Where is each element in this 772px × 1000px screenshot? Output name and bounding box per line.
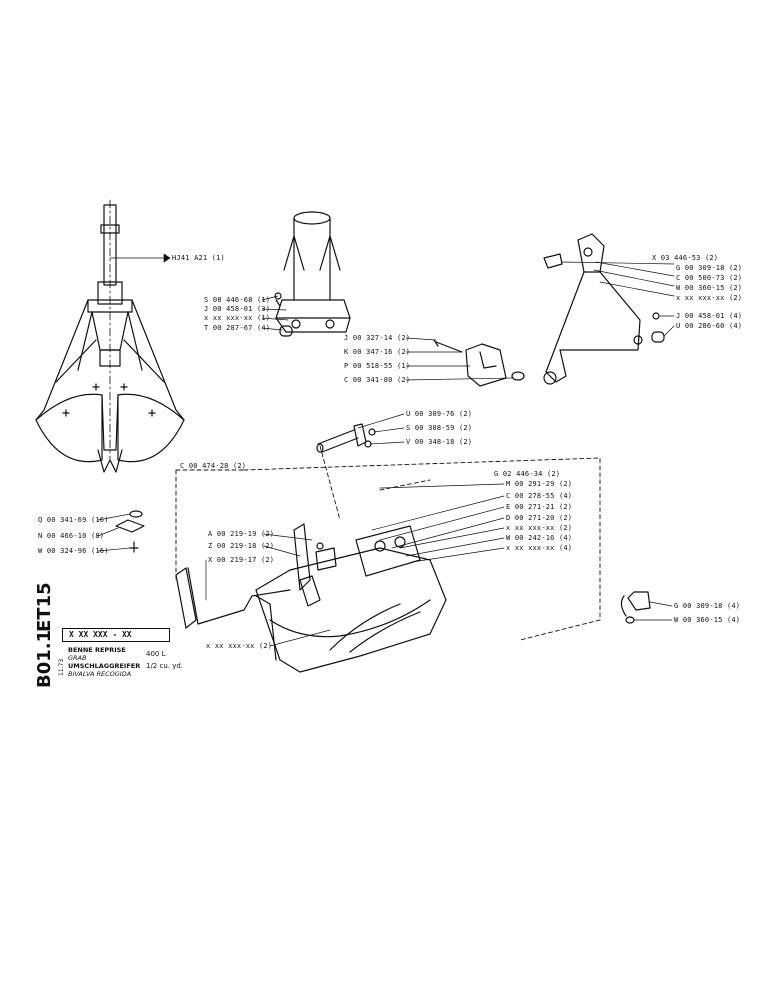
part-label-p00: P 00 518-55 (1) bbox=[344, 362, 411, 370]
part-label-w00-242: W 00 242-16 (4) bbox=[506, 534, 573, 542]
cutting-edge-parts bbox=[115, 510, 145, 553]
part-label-xx-2c: x xx xxx-xx (2) bbox=[206, 642, 273, 650]
part-label-g02: G 02 446-34 (2) bbox=[494, 470, 561, 478]
part-label-x00: X 00 219-17 (2) bbox=[208, 556, 275, 564]
bucket-half-illustration bbox=[175, 523, 447, 673]
part-label-c00-500: C 00 500-73 (2) bbox=[676, 274, 743, 282]
part-label-xx-2b: x xx xxx-xx (2) bbox=[506, 524, 573, 532]
part-label-c00-278: C 00 278-55 (4) bbox=[506, 492, 573, 500]
sheet-code-main: ET15 bbox=[34, 582, 55, 632]
part-label-m00: M 00 291-29 (2) bbox=[506, 480, 573, 488]
part-label-q00: Q 00 341-69 (16) bbox=[38, 516, 109, 524]
part-label-j00-458-3: J 00 458-01 (3) bbox=[204, 305, 271, 313]
sheet-date: 11.73 bbox=[58, 658, 65, 676]
part-label-j00-327: J 00 327-14 (2) bbox=[344, 334, 411, 342]
part-label-w00-360-2: W 00 360-15 (2) bbox=[676, 284, 743, 292]
reference-number-box: X XX XXX - XX bbox=[62, 628, 170, 642]
capacity-cuyd: 1/2 cu. yd. bbox=[146, 662, 184, 670]
part-label-xx-1: x xx xxx-xx (1) bbox=[204, 314, 271, 322]
pivot-column-illustration bbox=[275, 211, 351, 337]
part-label-u00-309: U 00 309-76 (2) bbox=[406, 410, 473, 418]
link-arm-illustration bbox=[543, 233, 665, 385]
part-label-x03: X 03 446-53 (2) bbox=[652, 254, 719, 262]
assembly-frame bbox=[175, 445, 601, 641]
title-german: UMSCHLAGGREIFER bbox=[68, 662, 141, 670]
part-label-d00: D 00 271-20 (2) bbox=[506, 514, 573, 522]
sheet-code-sub: B01.1 bbox=[34, 629, 55, 688]
part-label-j00-458-4: J 00 458-01 (4) bbox=[676, 312, 743, 320]
part-label-w00-324: W 00 324-96 (16) bbox=[38, 547, 109, 555]
part-label-s08: S 08 446-68 (1) bbox=[204, 296, 271, 304]
part-label-a00: A 00 219-19 (2) bbox=[208, 530, 275, 538]
pivot-pin-illustration bbox=[316, 423, 376, 453]
part-label-t00: T 00 287-67 (4) bbox=[204, 324, 271, 332]
part-label-n00: N 00 466-10 (8) bbox=[38, 532, 105, 540]
part-label-g00-309-2: G 00 309-18 (2) bbox=[676, 264, 743, 272]
part-label-c00-341: C 00 341-80 (2) bbox=[344, 376, 411, 384]
part-label-v00-348: V 00 348-18 (2) bbox=[406, 438, 473, 446]
part-label-w00-360-4: W 00 360-15 (4) bbox=[674, 616, 741, 624]
title-french: BENNE REPRISE bbox=[68, 646, 126, 654]
part-label-e00: E 00 271-21 (2) bbox=[506, 503, 573, 511]
grab-assembly-illustration bbox=[35, 199, 185, 473]
part-label-u00-286: U 00 286-60 (4) bbox=[676, 322, 743, 330]
part-label-xx-4: x xx xxx-xx (4) bbox=[506, 544, 573, 552]
part-label-g00-309-4: G 00 309-18 (4) bbox=[674, 602, 741, 610]
part-label-c00-474: C 00 474-28 (2) bbox=[180, 462, 247, 470]
title-spanish: BIVALVA RECOGIDA bbox=[68, 670, 132, 678]
capacity-litres: 400 L bbox=[146, 650, 166, 658]
part-label-z00: Z 00 219-18 (2) bbox=[208, 542, 275, 550]
leader-lines bbox=[97, 253, 675, 647]
part-label-s00-308: S 00 308-59 (2) bbox=[406, 424, 473, 432]
part-label-xx-2a: x xx xxx-xx (2) bbox=[676, 294, 743, 302]
title-english: GRAB bbox=[68, 654, 87, 662]
part-label-hj41: HJ41 A21 (1) bbox=[172, 254, 225, 262]
part-label-k00: K 00 347-16 (2) bbox=[344, 348, 411, 356]
